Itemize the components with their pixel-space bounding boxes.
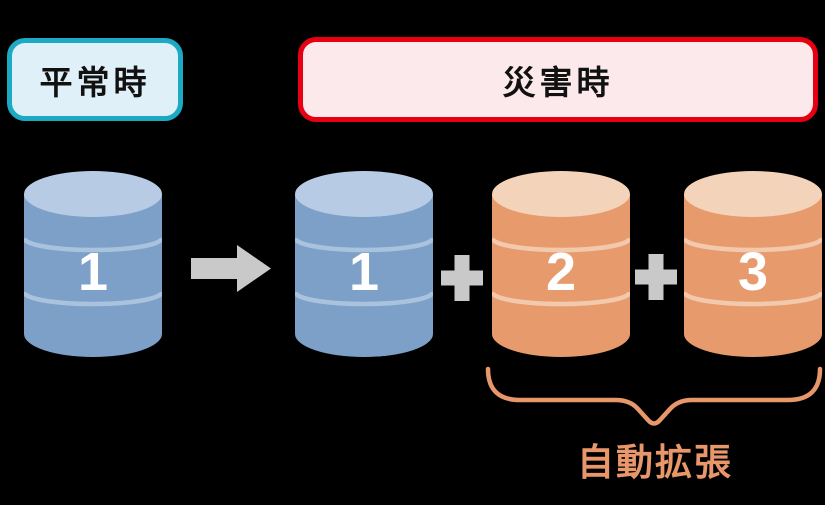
cylinder-number: 1 xyxy=(349,242,379,302)
normal-time-label-box: 平常時 xyxy=(7,38,183,121)
plus-icon xyxy=(635,254,677,300)
disaster-time-label-box: 災害時 xyxy=(298,37,818,122)
plus-icon xyxy=(441,255,483,301)
database-icon: 3 xyxy=(684,171,822,357)
cylinder-number: 2 xyxy=(546,242,576,302)
curly-brace-icon xyxy=(485,366,823,426)
database-cylinder-normal-1: 1 xyxy=(24,171,162,357)
database-icon: 1 xyxy=(295,171,433,357)
cylinder-number: 3 xyxy=(738,242,768,302)
arrow-right-icon xyxy=(191,245,271,292)
auto-expand-label: 自動拡張 xyxy=(577,442,733,483)
cylinder-number: 1 xyxy=(78,242,108,302)
disaster-time-label: 災害時 xyxy=(502,63,614,101)
database-icon: 2 xyxy=(492,171,630,357)
normal-time-label: 平常時 xyxy=(39,63,151,101)
database-cylinder-disaster-3: 3 xyxy=(684,171,822,357)
database-icon: 1 xyxy=(24,171,162,357)
database-cylinder-disaster-1: 1 xyxy=(295,171,433,357)
database-cylinder-disaster-2: 2 xyxy=(492,171,630,357)
